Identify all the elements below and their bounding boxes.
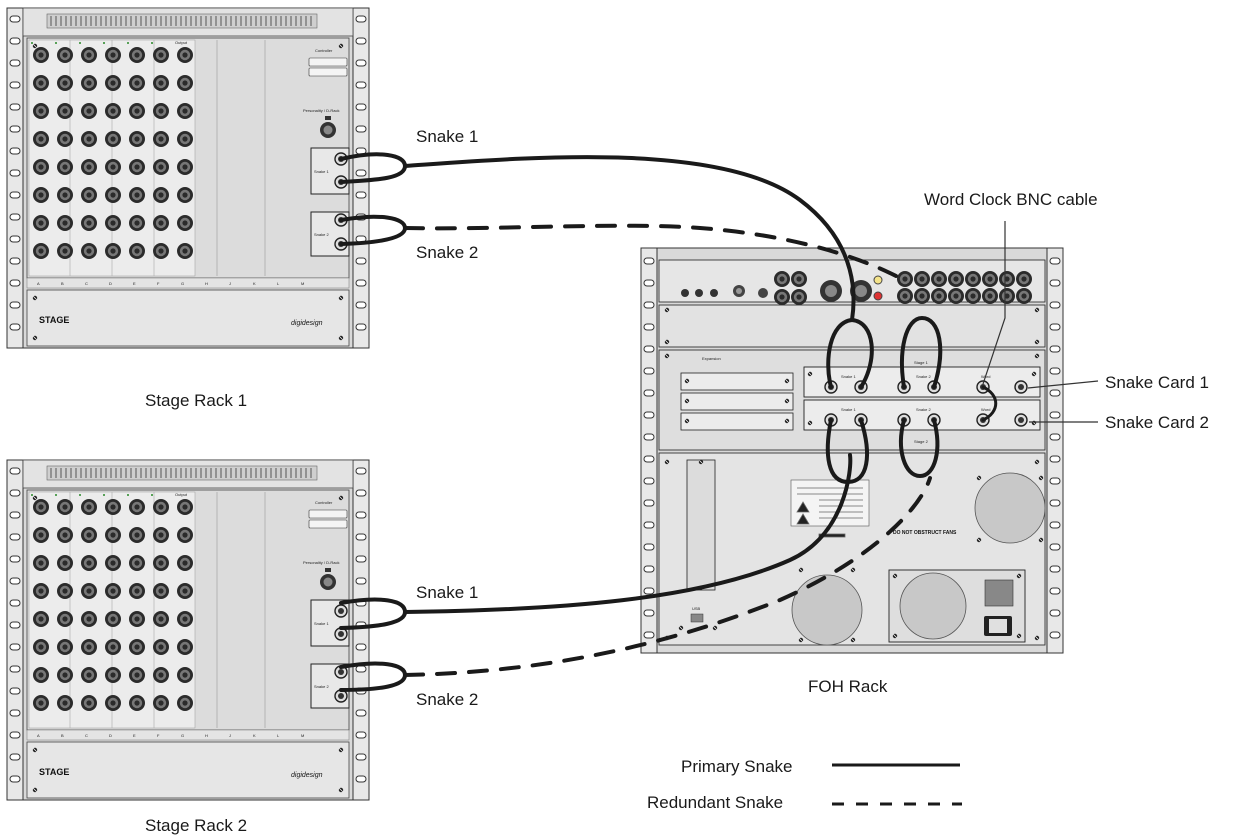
stage-rack-2-caption: Stage Rack 2 bbox=[145, 816, 247, 835]
stage1-label: Stage 1 bbox=[914, 360, 929, 365]
snake2-rack2-label: Snake 2 bbox=[416, 690, 478, 709]
snake2-port-label: Snake 2 bbox=[314, 232, 329, 237]
stage-rack-2: Output Controller Personality / D-Rack S… bbox=[7, 460, 369, 800]
svg-text:M: M bbox=[301, 733, 304, 738]
svg-text:F: F bbox=[157, 281, 160, 286]
svg-text:J: J bbox=[229, 281, 231, 286]
svg-text:L: L bbox=[277, 281, 280, 286]
snake2-rack1-label: Snake 2 bbox=[416, 243, 478, 262]
redundant-snake-rack1 bbox=[403, 223, 902, 280]
svg-text:B: B bbox=[61, 281, 64, 286]
output-label: Output bbox=[175, 492, 188, 497]
controller-label: Controller bbox=[315, 500, 333, 505]
svg-text:Word: Word bbox=[981, 407, 990, 412]
stage-rack-1: Output Controller Personality / D-Rack S… bbox=[7, 8, 369, 348]
svg-text:D: D bbox=[109, 281, 112, 286]
svg-text:K: K bbox=[253, 281, 256, 286]
controller-label: Controller bbox=[315, 48, 333, 53]
expansion-label: Expansion bbox=[702, 356, 721, 361]
cables bbox=[339, 152, 998, 692]
svg-text:M: M bbox=[301, 281, 304, 286]
svg-text:A: A bbox=[37, 733, 40, 738]
personality-label: Personality / D-Rack bbox=[303, 108, 339, 113]
redundant-snake-rack2 bbox=[403, 476, 932, 677]
svg-text:Snake 2: Snake 2 bbox=[916, 374, 931, 379]
leader-lines bbox=[982, 221, 1099, 423]
word-clock-label: Word Clock BNC cable bbox=[924, 190, 1098, 209]
legend: Primary Snake Redundant Snake bbox=[647, 757, 962, 812]
svg-text:L: L bbox=[277, 733, 280, 738]
svg-text:E: E bbox=[133, 281, 136, 286]
snake-card-2-label: Snake Card 2 bbox=[1105, 413, 1209, 432]
svg-text:Snake 2: Snake 2 bbox=[916, 407, 931, 412]
snake1-port-label: Snake 1 bbox=[314, 169, 329, 174]
svg-text:J: J bbox=[229, 733, 231, 738]
brand-logo: digidesign bbox=[291, 320, 323, 327]
stage-panel-text: STAGE bbox=[39, 767, 69, 777]
primary-snake-rack2 bbox=[403, 453, 853, 614]
stage-panel-text: STAGE bbox=[39, 315, 69, 325]
personality-label: Personality / D-Rack bbox=[303, 560, 339, 565]
svg-text:B: B bbox=[61, 733, 64, 738]
legend-primary-label: Primary Snake bbox=[681, 757, 792, 776]
svg-text:F: F bbox=[157, 733, 160, 738]
svg-text:H: H bbox=[205, 733, 208, 738]
column-letters: A B C D E F G H J K L M bbox=[37, 281, 304, 286]
svg-text:E: E bbox=[133, 733, 136, 738]
usb-label: USB bbox=[692, 606, 701, 611]
column-letters: A B C D E F G H J K L M bbox=[37, 733, 304, 738]
snake2-port-label: Snake 2 bbox=[314, 684, 329, 689]
io-connectors bbox=[681, 271, 1032, 305]
svg-text:D: D bbox=[109, 733, 112, 738]
brand-logo: digidesign bbox=[291, 772, 323, 779]
legend-redundant-label: Redundant Snake bbox=[647, 793, 783, 812]
fan-warning: DO NOT OBSTRUCT FANS bbox=[893, 530, 957, 536]
svg-text:A: A bbox=[37, 281, 40, 286]
foh-rack-caption: FOH Rack bbox=[808, 677, 888, 696]
snake-card-2: Snake 1 Snake 2 Word bbox=[824, 407, 1028, 427]
snake1-rack1-label: Snake 1 bbox=[416, 127, 478, 146]
svg-text:Snake 1: Snake 1 bbox=[841, 407, 856, 412]
svg-text:Snake 1: Snake 1 bbox=[841, 374, 856, 379]
stage2-label: Stage 2 bbox=[914, 439, 929, 444]
snake-card-1-label: Snake Card 1 bbox=[1105, 373, 1209, 392]
snake1-port-label: Snake 1 bbox=[314, 621, 329, 626]
output-label: Output bbox=[175, 40, 188, 45]
svg-text:G: G bbox=[181, 733, 184, 738]
svg-text:C: C bbox=[85, 281, 88, 286]
snake1-rack2-label: Snake 1 bbox=[416, 583, 478, 602]
svg-text:C: C bbox=[85, 733, 88, 738]
svg-text:K: K bbox=[253, 733, 256, 738]
stage-rack-1-caption: Stage Rack 1 bbox=[145, 391, 247, 410]
svg-text:H: H bbox=[205, 281, 208, 286]
svg-text:G: G bbox=[181, 281, 184, 286]
